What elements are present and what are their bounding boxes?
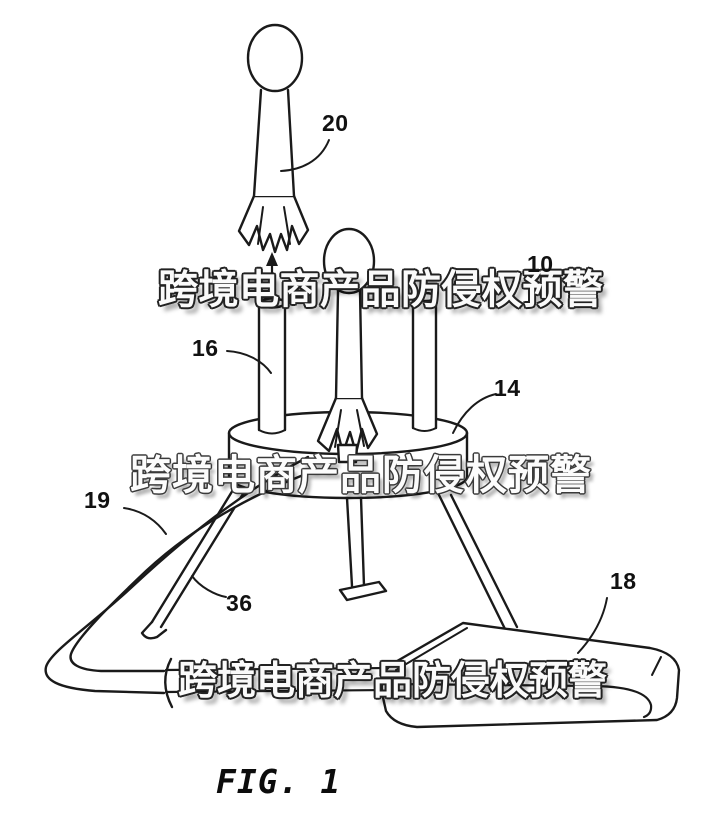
ref-label-pump-18: 18: [610, 568, 637, 594]
projectile-loaded-drawing: [316, 227, 379, 464]
support-legs-drawing: [140, 483, 519, 640]
leader-lines: [123, 139, 608, 654]
projectile-20-drawing: [237, 23, 310, 254]
air-hose-drawing: [44, 455, 390, 709]
ref-label-launch-tube-16: 16: [192, 335, 219, 361]
launch-tube-left-drawing: [257, 297, 287, 435]
ref-label-assembly-10: 10: [527, 251, 554, 277]
watermark-row-2: 跨境电商产品防侵权预警: [130, 452, 592, 498]
watermark-row-3: 跨境电商产品防侵权预警: [178, 660, 608, 703]
ref-label-projectile-20: 20: [322, 110, 349, 136]
foot-pump-drawing: [380, 621, 681, 729]
ref-label-leg-36: 36: [226, 590, 253, 616]
watermark-row-1: 跨境电商产品防侵权预警: [158, 267, 604, 312]
ref-label-platform-14: 14: [494, 375, 521, 401]
launch-direction-arrow: [266, 252, 278, 301]
ref-label-hose-19: 19: [84, 487, 111, 513]
launch-tube-right-drawing: [411, 291, 438, 432]
figure-caption: FIG. 1: [216, 762, 342, 801]
